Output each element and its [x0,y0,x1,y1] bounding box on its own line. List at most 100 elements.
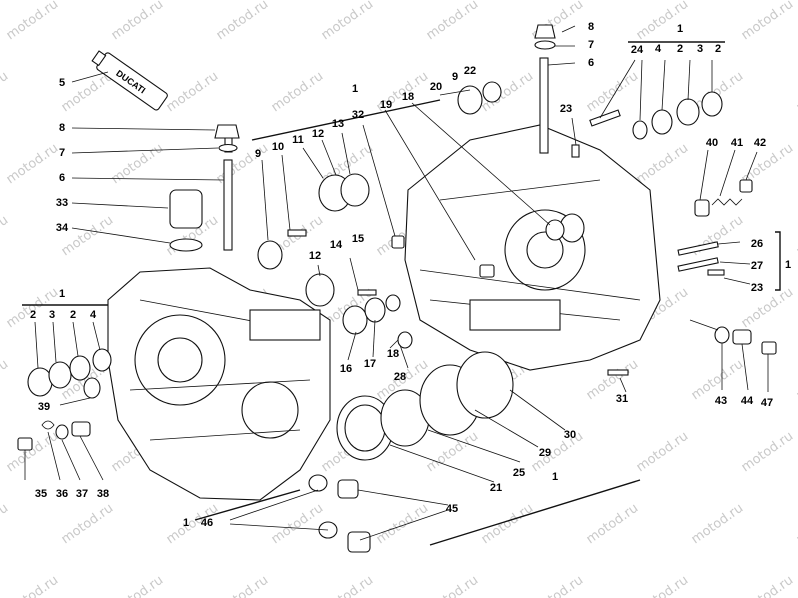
callout-42: 42 [754,137,766,149]
callout-37: 37 [76,488,88,500]
watermark-text: motod.ru [4,573,61,598]
watermark-text: motod.ru [689,213,746,259]
callout-6: 6 [588,57,594,69]
watermark-text: motod.ru [794,213,798,259]
watermark-text: motod.ru [424,0,481,43]
watermark-text: motod.ru [794,357,798,403]
callout-1: 1 [677,23,683,35]
callout-7: 7 [59,147,65,159]
callout-1: 1 [59,288,65,300]
watermark-text: motod.ru [59,501,116,547]
callout-32: 32 [352,109,364,121]
callout-18: 18 [387,348,399,360]
callout-39: 39 [38,401,50,413]
watermark-text: motod.ru [689,501,746,547]
callout-35: 35 [35,488,47,500]
callout-8: 8 [588,21,594,33]
watermark-text: motod.ru [269,69,326,115]
callout-9: 9 [452,71,458,83]
callout-15: 15 [352,233,364,245]
callout-2: 2 [70,309,76,321]
callout-11: 11 [292,134,304,146]
group-brackets [22,41,781,546]
right-crankcase-half [404,124,661,371]
watermark-text: motod.ru [0,357,11,403]
watermark-text: motod.ru [584,69,641,115]
callout-4: 4 [90,309,97,321]
callout-7: 7 [588,39,594,51]
leader-lines [24,25,769,541]
watermark-text: motod.ru [214,0,271,43]
callout-14: 14 [330,239,343,251]
callout-1: 1 [785,259,791,271]
watermark-text: motod.ru [164,69,221,115]
watermark-text: motod.ru [4,141,61,187]
callout-16: 16 [340,363,352,375]
watermark-text: motod.ru [739,285,796,331]
watermark-text: motod.ru [634,141,691,187]
callout-27: 27 [751,260,763,272]
callout-24: 24 [631,44,644,56]
callout-10: 10 [272,141,284,153]
callout-30: 30 [564,429,576,441]
watermark-text: motod.ru [529,573,586,598]
callout-17: 17 [364,358,376,370]
watermark-text: motod.ru [529,429,586,475]
callout-1: 1 [183,517,189,529]
watermark-text: motod.ru [634,573,691,598]
watermark-text: motod.ru [739,0,796,43]
callout-9: 9 [255,148,261,160]
callout-25: 25 [513,467,525,479]
watermark-text: motod.ru [0,69,11,115]
watermark-text: motod.ru [0,213,11,259]
callout-19: 19 [380,99,392,111]
callout-33: 33 [56,197,68,209]
callout-23: 23 [560,103,572,115]
callout-21: 21 [490,482,502,494]
watermark-text: motod.ru [109,573,166,598]
callout-47: 47 [761,397,773,409]
watermark-text: motod.ru [424,573,481,598]
callout-3: 3 [49,309,55,321]
watermark-text: motod.ru [109,141,166,187]
callout-34: 34 [56,222,69,234]
callout-26: 26 [751,238,763,250]
callout-29: 29 [539,447,551,459]
callout-2: 2 [715,43,721,55]
watermark-text: motod.ru [4,0,61,43]
watermark-text: motod.ru [634,429,691,475]
watermark-text: motod.ru [4,429,61,475]
watermark-text: motod.ru [0,501,11,547]
callout-38: 38 [97,488,109,500]
small-parts: DUCATI [17,24,777,553]
watermark-text: motod.ru [584,501,641,547]
callout-44: 44 [741,395,754,407]
watermark-text: motod.ru [739,573,796,598]
watermark-text: motod.ru [794,501,798,547]
watermark-text: motod.ru [794,69,798,115]
callout-1: 1 [352,83,358,95]
callout-6: 6 [59,172,65,184]
callout-36: 36 [56,488,68,500]
watermark-text: motod.ru [109,0,166,43]
callout-31: 31 [616,393,628,405]
callout-43: 43 [715,395,727,407]
callout-1: 1 [552,471,558,483]
callout-46: 46 [201,517,213,529]
watermark-text: motod.ru [214,573,271,598]
watermark-text: motod.ru [374,501,431,547]
callout-45: 45 [446,503,458,515]
callout-13: 13 [332,118,344,130]
watermark-text: motod.ru [479,501,536,547]
callout-2: 2 [677,43,683,55]
callout-23: 23 [751,282,763,294]
callout-12: 12 [309,250,321,262]
watermark-text: motod.ru [634,0,691,43]
left-crankcase-half [107,267,331,501]
callout-41: 41 [731,137,743,149]
callout-3: 3 [697,43,703,55]
callout-28: 28 [394,371,406,383]
callout-8: 8 [59,122,65,134]
